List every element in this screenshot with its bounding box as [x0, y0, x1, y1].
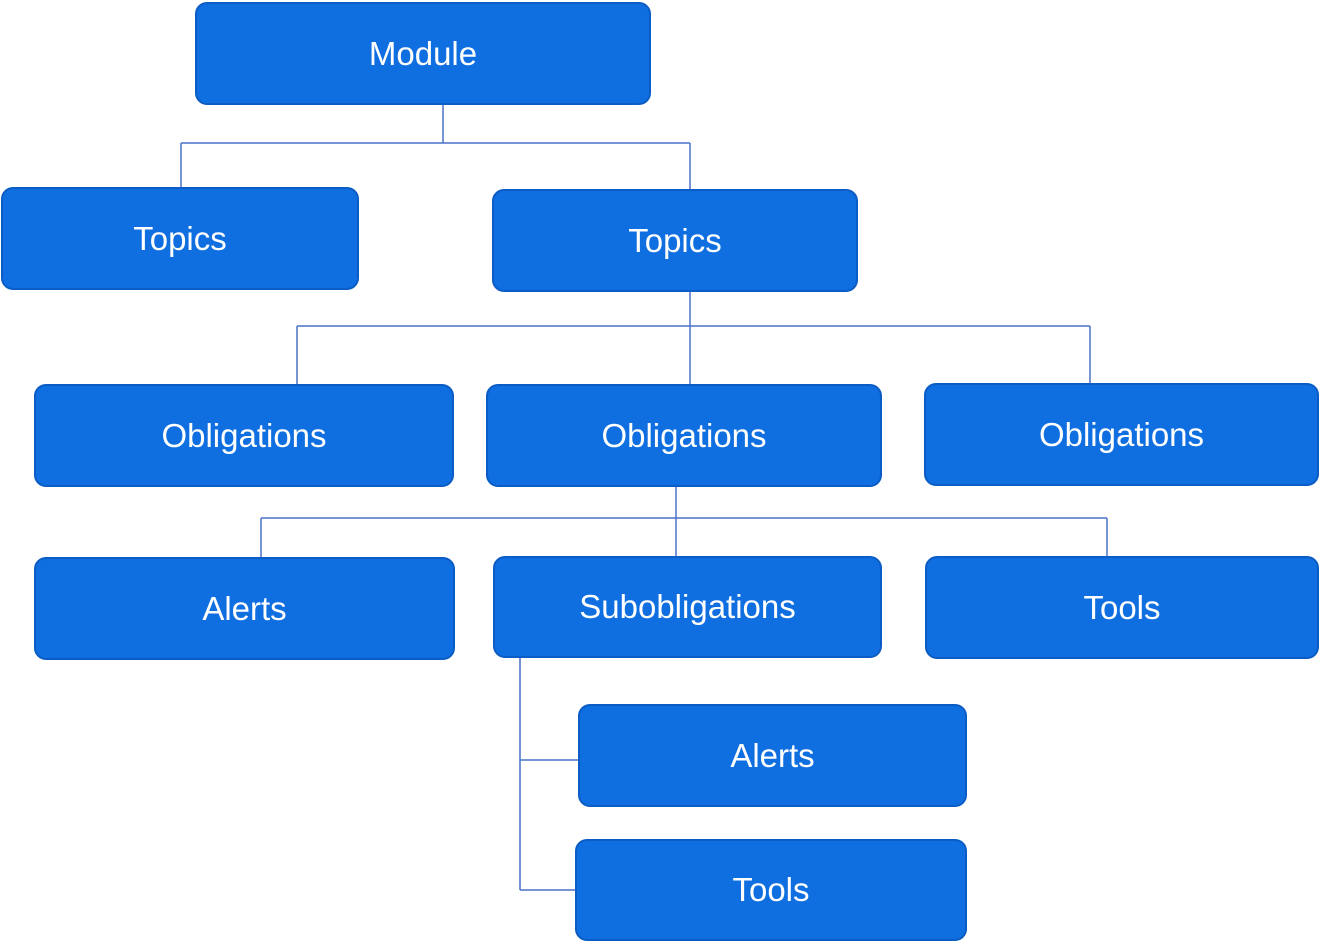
node-tools-1: Tools: [925, 556, 1319, 659]
node-obligations-1: Obligations: [34, 384, 454, 487]
node-alerts-2-label: Alerts: [730, 736, 815, 774]
node-subobligations: Subobligations: [493, 556, 882, 658]
node-obligations-2: Obligations: [486, 384, 882, 487]
node-obligations-2-label: Obligations: [601, 416, 767, 454]
node-alerts-2: Alerts: [578, 704, 967, 807]
node-topics-1-label: Topics: [133, 219, 227, 257]
node-obligations-3: Obligations: [924, 383, 1319, 486]
node-obligations-1-label: Obligations: [161, 416, 327, 454]
node-module: Module: [195, 2, 651, 105]
node-topics-1: Topics: [1, 187, 359, 290]
node-tools-1-label: Tools: [1083, 588, 1161, 626]
node-topics-2-label: Topics: [628, 221, 722, 259]
node-alerts-1: Alerts: [34, 557, 455, 660]
node-module-label: Module: [368, 34, 478, 72]
node-obligations-3-label: Obligations: [1038, 415, 1205, 453]
node-tools-2: Tools: [575, 839, 967, 941]
node-topics-2: Topics: [492, 189, 858, 292]
node-alerts-1-label: Alerts: [202, 589, 287, 627]
node-tools-2-label: Tools: [732, 871, 810, 908]
node-subobligations-label: Subobligations: [579, 588, 796, 625]
